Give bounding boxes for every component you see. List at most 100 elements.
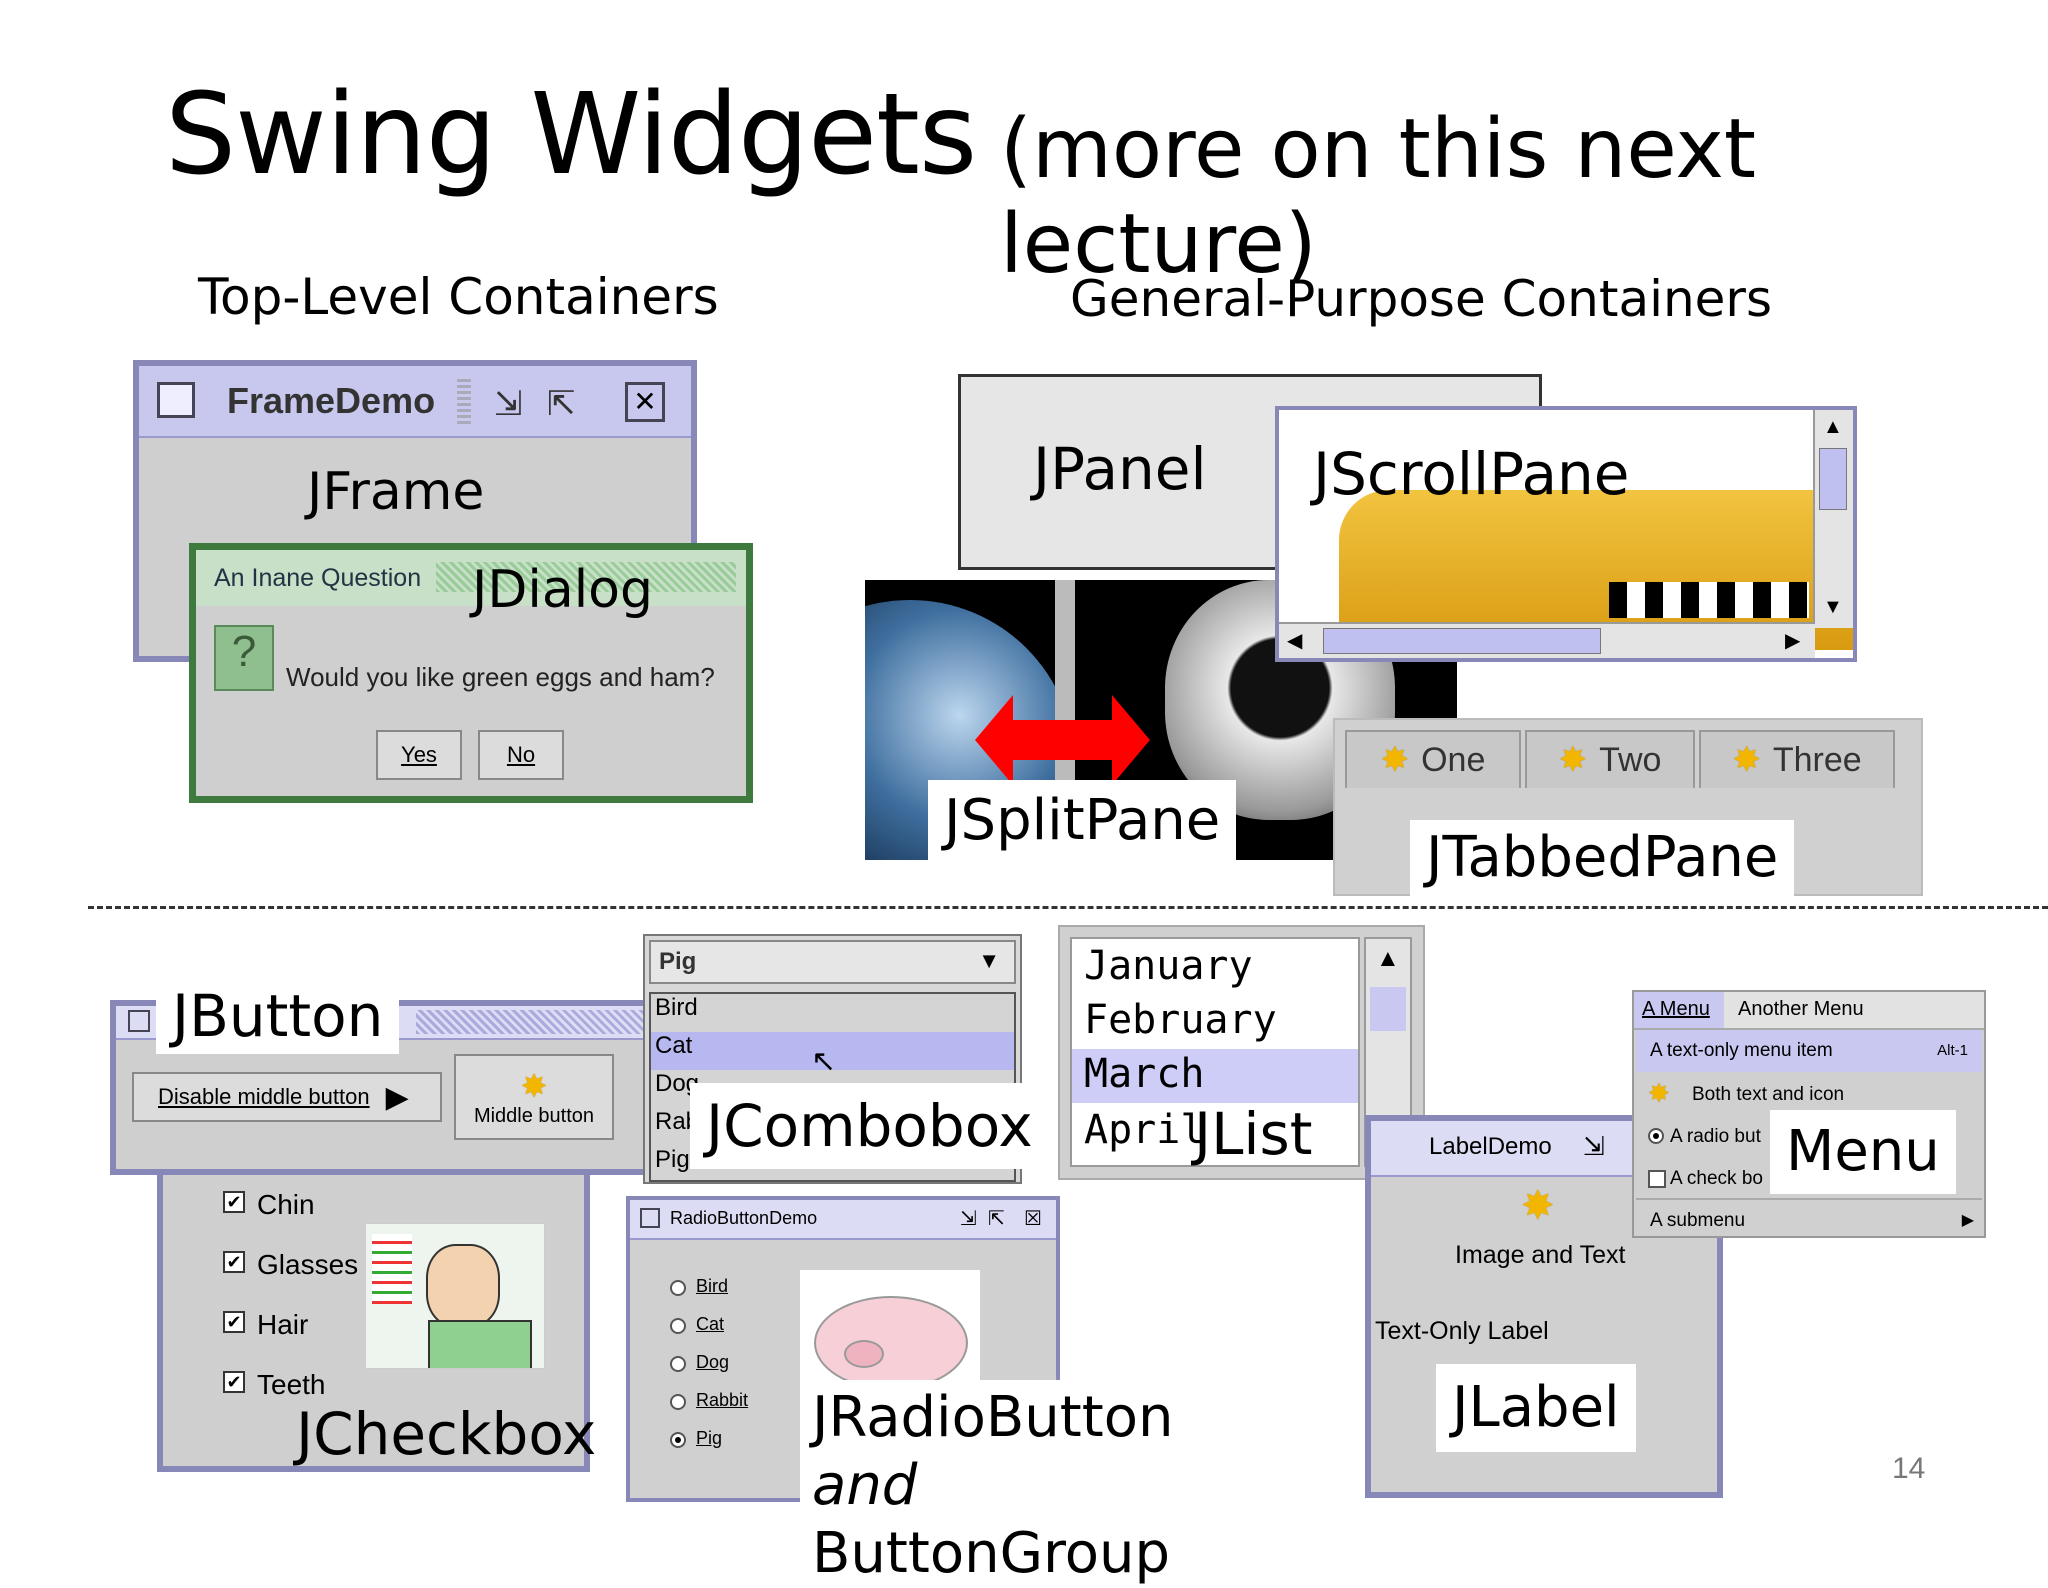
close-icon[interactable]: ☒ <box>1024 1208 1042 1230</box>
radio-titlebar: RadioButtonDemo ⇲ ⇱ ☒ <box>630 1200 1056 1240</box>
chevron-right-icon: ▶ <box>1961 1212 1974 1229</box>
tab-two[interactable]: ✸Two <box>1525 730 1695 788</box>
scroll-up-icon[interactable]: ▲ <box>1823 416 1843 438</box>
yes-button[interactable]: Yes <box>376 730 462 780</box>
menu-another-menu[interactable]: Another Menu <box>1738 998 1864 1020</box>
combobox-option[interactable]: Cat <box>651 1032 1014 1070</box>
radio-dog-label: Dog <box>696 1352 730 1372</box>
frame-titlebar: FrameDemo ⇲ ⇱ ✕ <box>139 366 691 438</box>
combobox-field[interactable]: Pig ▼ <box>649 940 1016 984</box>
checkbox-hair[interactable]: ✔ <box>223 1311 245 1333</box>
list-area: January February March April <box>1070 937 1360 1167</box>
menu-item-text-only[interactable]: A text-only menu item Alt-1 <box>1636 1030 1982 1072</box>
section-divider <box>88 906 2048 909</box>
scroll-down-icon[interactable]: ▼ <box>1823 596 1843 618</box>
slide-subtitle: (more on this next lecture) <box>1000 102 1757 292</box>
star-icon: ✸ <box>520 1067 548 1104</box>
star-icon: ✸ <box>1521 1184 1555 1228</box>
checkbox-glasses-label: Glasses <box>257 1249 359 1280</box>
radio-rabbit[interactable] <box>670 1394 686 1410</box>
cursor-icon: ↖ <box>811 1045 837 1078</box>
radio-bird-label: Bird <box>696 1276 729 1296</box>
radio-cat[interactable] <box>670 1318 686 1334</box>
list-box: January February March April ▲ ▼ <box>1058 925 1425 1180</box>
checkbox-glasses[interactable]: ✔ <box>223 1251 245 1273</box>
checker-stripe <box>1609 582 1809 618</box>
arrow-right-icon: ▶ <box>385 1080 409 1114</box>
scroll-thumb[interactable] <box>1370 987 1406 1031</box>
scroll-thumb[interactable] <box>1323 628 1601 654</box>
combobox-label: JCombobox <box>690 1083 1049 1169</box>
frame-title: FrameDemo <box>227 380 436 421</box>
minimize-icon[interactable]: ⇲ <box>960 1208 977 1230</box>
split-arrow <box>975 695 1150 785</box>
combobox-option[interactable]: Pig <box>655 1146 690 1173</box>
grip-icon <box>457 378 471 424</box>
tabbedpane-label: JTabbedPane <box>1410 820 1795 896</box>
list-item[interactable]: April <box>1084 1107 1205 1153</box>
star-icon: ✸ <box>1648 1078 1670 1108</box>
minimize-icon[interactable]: ⇲ <box>1583 1131 1605 1161</box>
radio-dog[interactable] <box>670 1356 686 1372</box>
maximize-icon[interactable]: ⇱ <box>547 385 576 423</box>
chevron-down-icon[interactable]: ▼ <box>978 948 1000 973</box>
horizontal-scrollbar[interactable]: ◀ ▶ <box>1279 622 1815 658</box>
combobox-option[interactable]: Bird <box>655 994 698 1021</box>
menu-bar: A Menu Another Menu <box>1634 992 1984 1030</box>
scroll-up-icon[interactable]: ▲ <box>1376 945 1400 972</box>
radio-label-line1: JRadioButton <box>812 1385 1174 1450</box>
radio-pig[interactable] <box>670 1432 686 1448</box>
menu-item-submenu[interactable]: A submenu ▶ <box>1636 1198 1982 1240</box>
checkbox-label: JCheckbox <box>296 1400 597 1468</box>
checkbox-chin[interactable]: ✔ <box>223 1191 245 1213</box>
list-item[interactable]: March <box>1084 1051 1205 1097</box>
scrollpane-window: JScrollPane ▲ ▼ ◀ ▶ <box>1275 406 1857 662</box>
label-window-title: LabelDemo <box>1429 1133 1552 1160</box>
dialog-title: An Inane Question <box>214 564 422 592</box>
list-selection <box>1072 1049 1358 1103</box>
disable-middle-button[interactable]: Disable middle button▶ <box>132 1072 442 1122</box>
menu-item-check[interactable]: A check bo <box>1636 1158 1982 1198</box>
grip-icon <box>416 1010 656 1034</box>
no-button[interactable]: No <box>478 730 564 780</box>
window-icon <box>128 1010 150 1032</box>
page-number: 14 <box>1892 1452 1926 1485</box>
tab-three[interactable]: ✸Three <box>1699 730 1895 788</box>
label-image-text: Image and Text <box>1455 1241 1626 1269</box>
section-top-level: Top-Level Containers <box>198 268 719 326</box>
close-icon[interactable]: ✕ <box>625 382 665 422</box>
radio-window-title: RadioButtonDemo <box>670 1208 818 1228</box>
question-icon: ? <box>214 625 274 691</box>
scroll-thumb[interactable] <box>1819 448 1847 510</box>
menu-a-menu[interactable]: A Menu <box>1634 992 1724 1028</box>
menu-demo: A Menu Another Menu A text-only menu ite… <box>1632 990 1986 1238</box>
menu-shortcut: Alt-1 <box>1937 1042 1968 1059</box>
maximize-icon[interactable]: ⇱ <box>988 1208 1005 1230</box>
slide-title: Swing Widgets <box>165 70 977 200</box>
dialog-message: Would you like green eggs and ham? <box>286 662 715 692</box>
menu-item-text-icon[interactable]: ✸ Both text and icon <box>1648 1078 1845 1108</box>
menu-item-radio[interactable]: A radio but <box>1636 1116 1982 1156</box>
radio-bird[interactable] <box>670 1280 686 1296</box>
list-item[interactable]: February <box>1084 997 1277 1043</box>
middle-button[interactable]: ✸ Middle button <box>454 1054 614 1140</box>
scroll-left-icon[interactable]: ◀ <box>1287 630 1303 652</box>
radio-cat-label: Cat <box>696 1314 725 1334</box>
label-label: JLabel <box>1436 1364 1636 1452</box>
checkbox-chin-label: Chin <box>257 1189 315 1220</box>
star-icon: ✸ <box>1558 741 1588 779</box>
panel-label: JPanel <box>1033 435 1207 503</box>
splitpane-label: JSplitPane <box>928 780 1237 862</box>
vertical-scrollbar[interactable]: ▲ ▼ <box>1813 410 1853 628</box>
grip-icon <box>436 562 736 592</box>
label-text-only: Text-Only Label <box>1375 1317 1549 1345</box>
combobox-selected: Pig <box>659 948 697 975</box>
tab-one[interactable]: ✸One <box>1345 730 1521 788</box>
dialog-label: JDialog <box>472 560 653 620</box>
scroll-right-icon[interactable]: ▶ <box>1785 630 1801 652</box>
checkbox-hair-label: Hair <box>257 1309 309 1340</box>
list-item[interactable]: January <box>1084 943 1253 989</box>
window-icon <box>640 1208 660 1228</box>
minimize-icon[interactable]: ⇲ <box>494 385 523 423</box>
checkbox-teeth[interactable]: ✔ <box>223 1371 245 1393</box>
